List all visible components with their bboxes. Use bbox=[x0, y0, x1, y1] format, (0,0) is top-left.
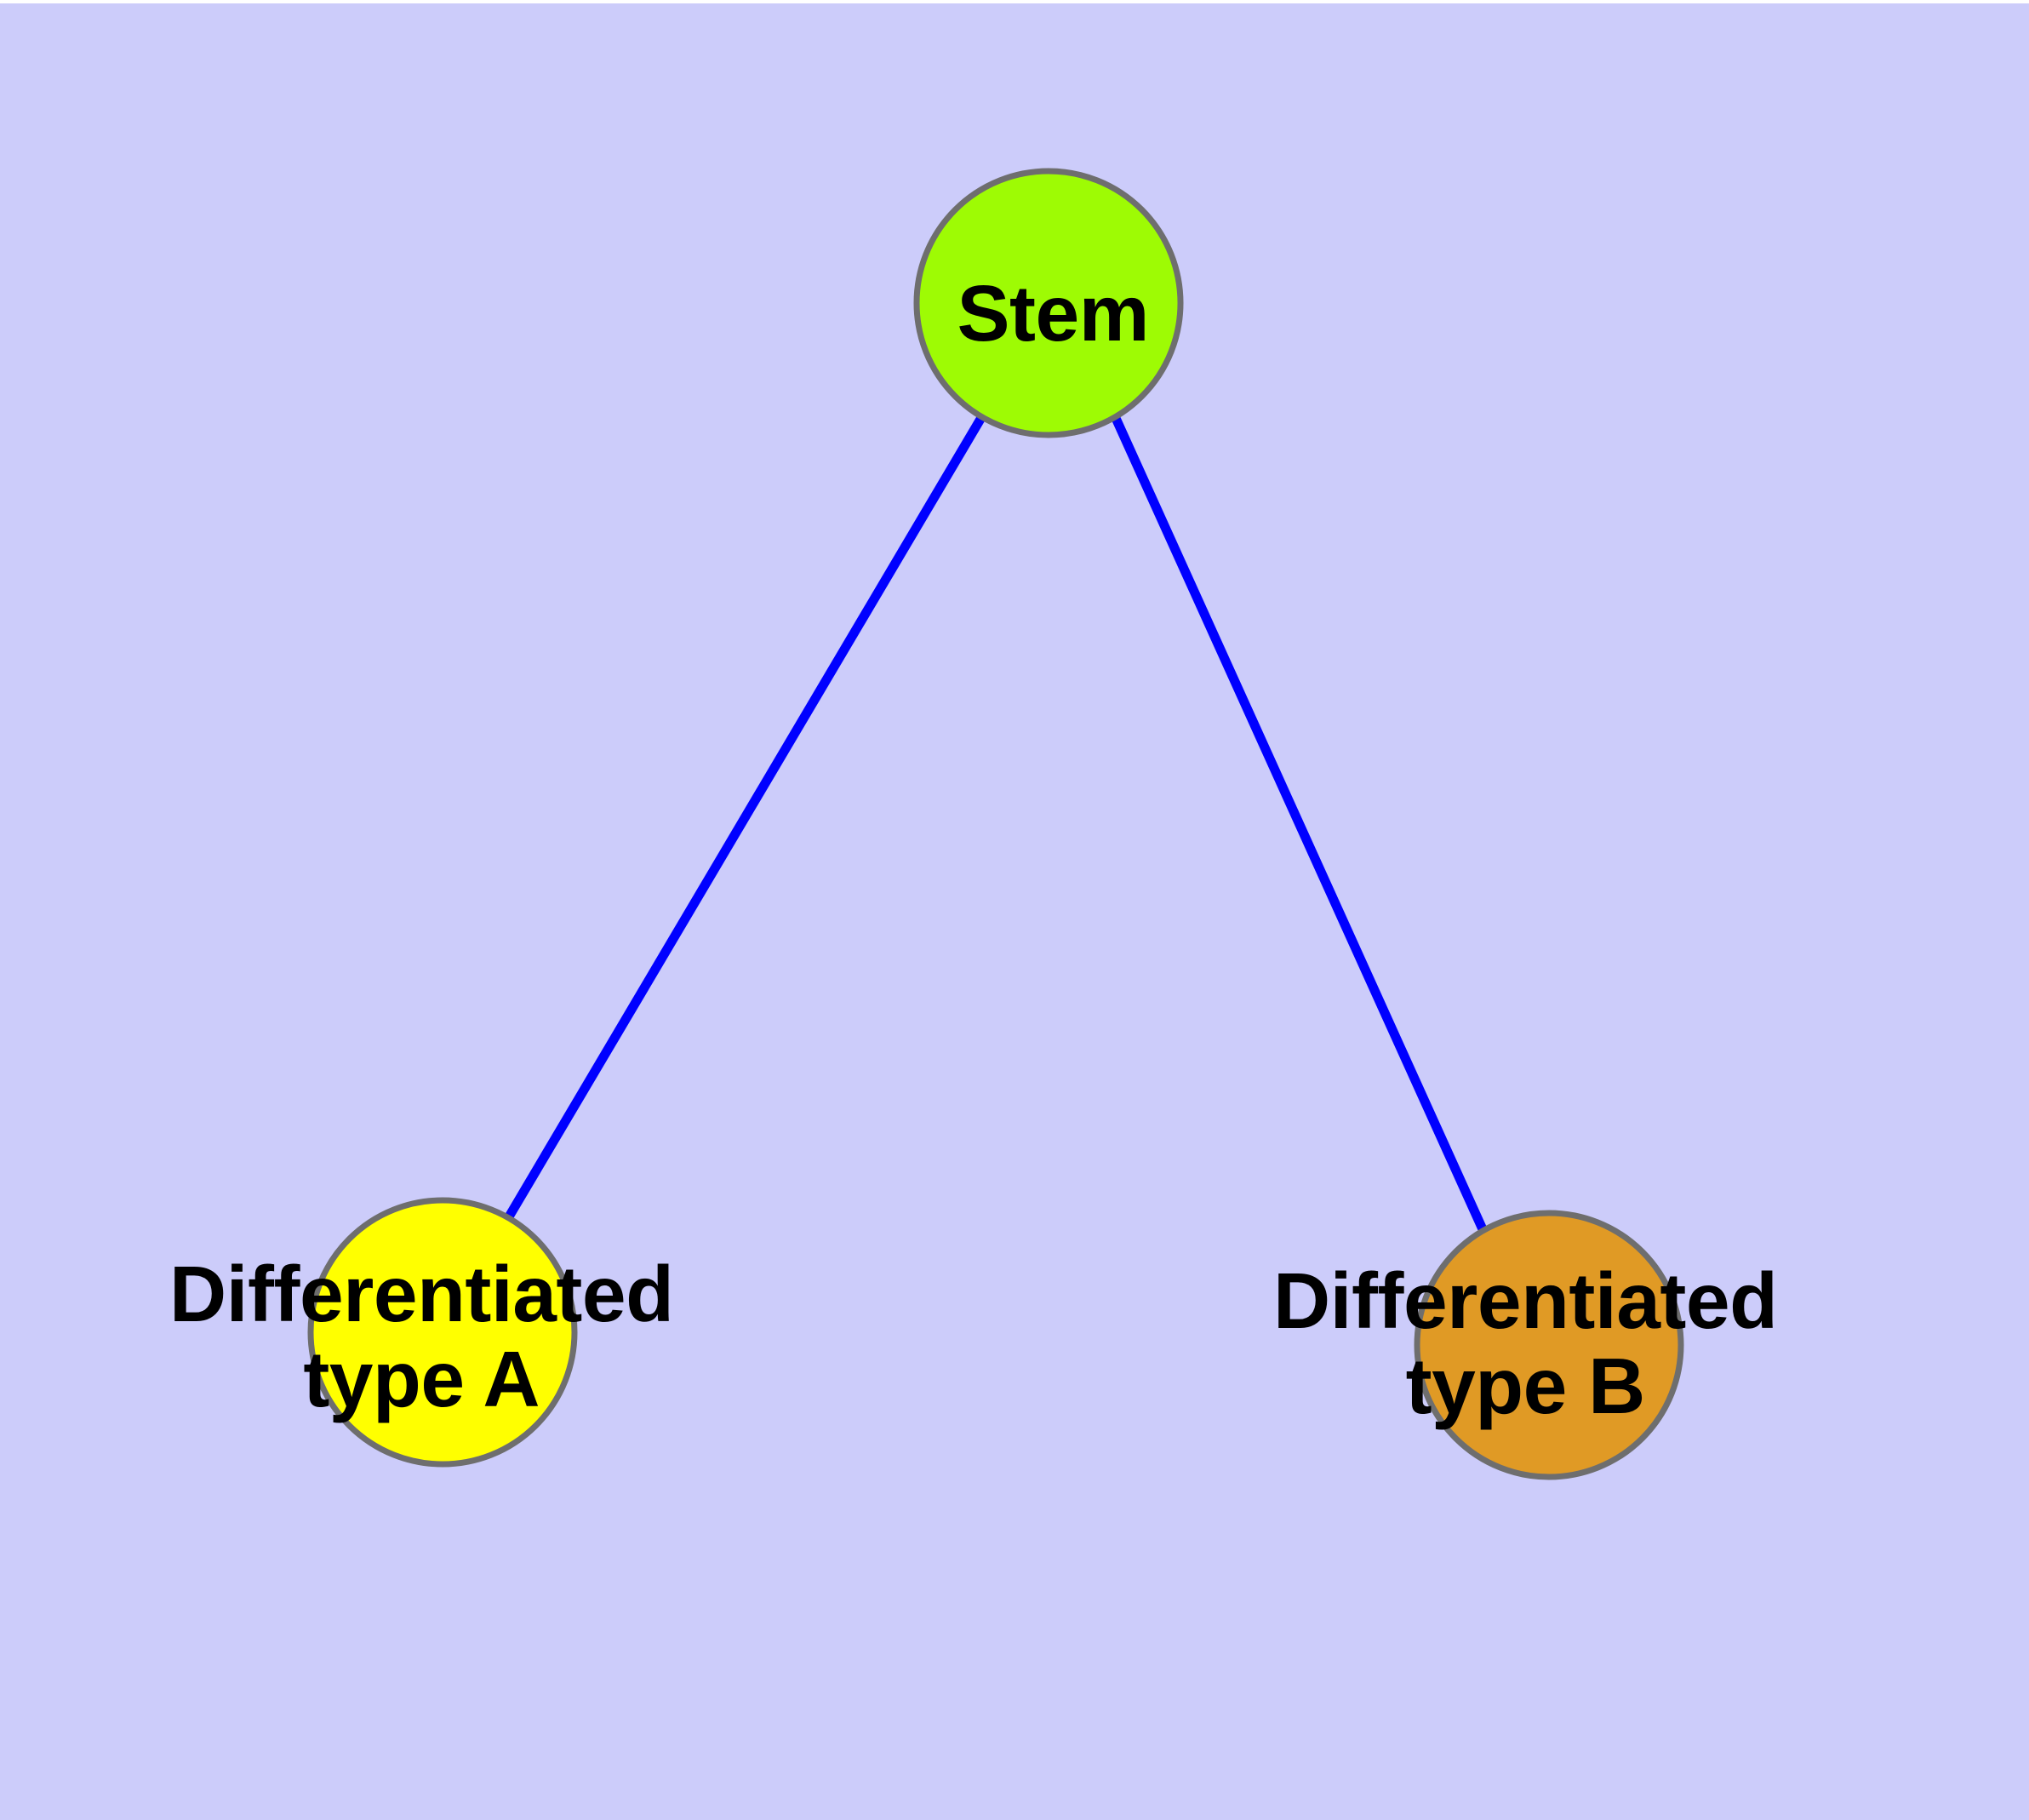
graph-edge-stem-diff_b[interactable] bbox=[1110, 414, 1488, 1232]
graph-node-diff_a[interactable] bbox=[307, 1197, 578, 1468]
edges-layer bbox=[504, 414, 1488, 1232]
graph-node-diff_b[interactable] bbox=[1414, 1210, 1684, 1480]
graph-edge-stem-diff_a[interactable] bbox=[504, 414, 986, 1221]
graph-node-stem[interactable] bbox=[913, 168, 1184, 438]
nodes-layer bbox=[307, 168, 1684, 1480]
